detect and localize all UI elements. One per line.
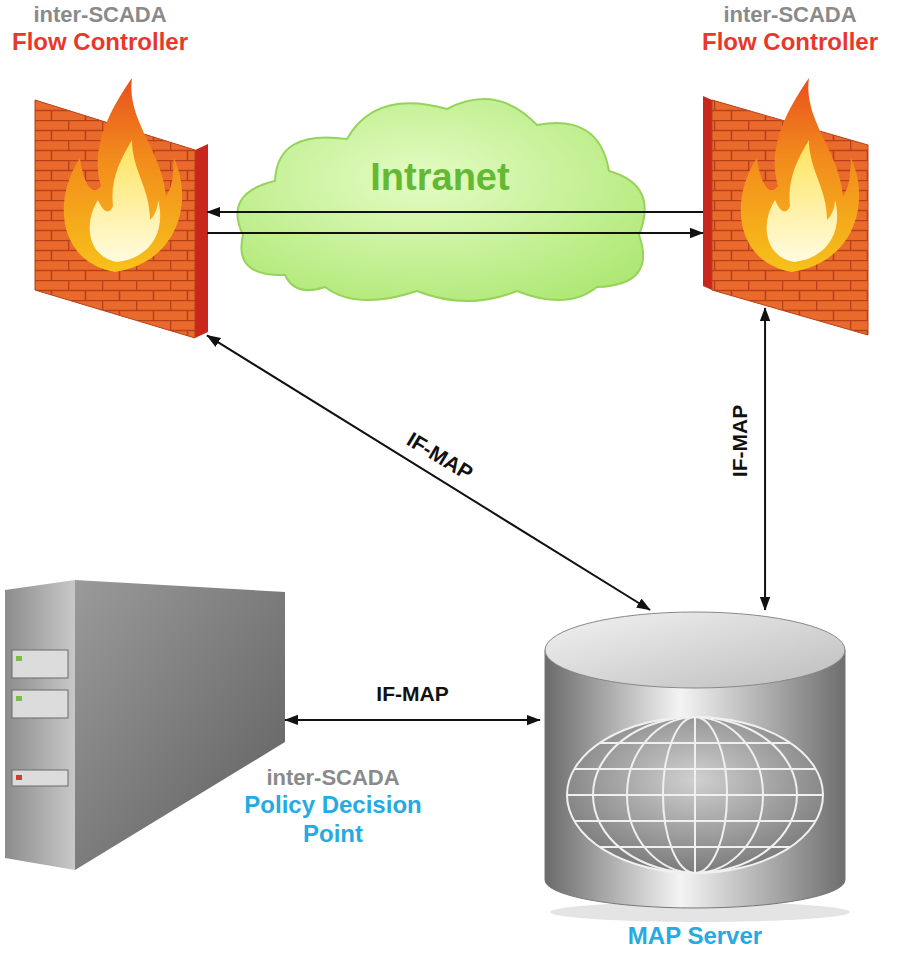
connector-arrow xyxy=(207,232,703,234)
drive-bay xyxy=(12,650,68,678)
power-led xyxy=(16,775,22,780)
firewall: inter-SCADAFlow Controller xyxy=(30,80,207,338)
connector-arrow xyxy=(285,719,540,721)
connector-arrow xyxy=(764,308,766,610)
status-led xyxy=(16,696,22,701)
connector-arrow xyxy=(207,335,650,610)
firewall: inter-SCADAFlow Controller xyxy=(703,80,873,308)
node-label: Policy Decision Point xyxy=(243,791,423,849)
globe-meridian xyxy=(694,717,696,873)
globe-parallel xyxy=(600,846,791,848)
node-label: MAP Server xyxy=(628,922,762,951)
cylinder-body xyxy=(545,650,845,908)
cylinder-top xyxy=(545,612,845,688)
server-tower: inter-SCADAPolicy Decision Point xyxy=(5,575,285,875)
drive-bay xyxy=(12,690,68,718)
edge-label: IF-MAP xyxy=(373,682,451,705)
globe-parallel xyxy=(574,768,815,770)
server-side xyxy=(75,580,285,870)
globe-meridian xyxy=(593,717,797,873)
flame-inner xyxy=(90,140,161,262)
flame-outer xyxy=(741,78,859,272)
flame-outer xyxy=(64,78,182,272)
flame-icon xyxy=(741,78,859,272)
node-label: Intranet xyxy=(370,155,509,201)
globe xyxy=(567,717,823,873)
wall-side xyxy=(195,144,208,338)
node-text-block: inter-SCADAPolicy Decision Point xyxy=(240,765,426,849)
cloud-outline xyxy=(237,99,644,301)
node-label: Flow Controller xyxy=(12,28,188,57)
connector-arrow xyxy=(207,211,703,213)
globe-meridian xyxy=(663,717,727,873)
globe-parallel xyxy=(574,820,815,822)
brick-wall xyxy=(35,100,195,338)
brick-wall xyxy=(712,100,868,335)
node-heading: inter-SCADA xyxy=(33,2,166,28)
drive-bay xyxy=(12,770,68,786)
globe-parallel xyxy=(600,742,791,744)
flame-inner xyxy=(767,140,838,262)
wall-side xyxy=(703,96,712,290)
node-heading: inter-SCADA xyxy=(723,2,856,28)
globe-parallel xyxy=(567,794,823,796)
node-text-block: inter-SCADAFlow Controller xyxy=(690,2,890,57)
node-text-block: MAP Server xyxy=(560,922,830,951)
node-heading: inter-SCADA xyxy=(266,765,399,791)
edge-label: IF-MAP xyxy=(729,402,752,480)
globe-meridian xyxy=(627,717,763,873)
server-front xyxy=(5,580,75,870)
node-label: Flow Controller xyxy=(702,28,878,57)
node-text-block: inter-SCADAFlow Controller xyxy=(0,2,200,57)
network-cloud: Intranet xyxy=(225,85,655,305)
database-cylinder: MAP Server xyxy=(540,610,850,910)
flame-icon xyxy=(64,78,182,272)
node-text-block: Intranet xyxy=(225,155,655,201)
status-led xyxy=(16,656,22,661)
shadow xyxy=(550,902,850,922)
edge-label: IF-MAP xyxy=(400,426,479,486)
